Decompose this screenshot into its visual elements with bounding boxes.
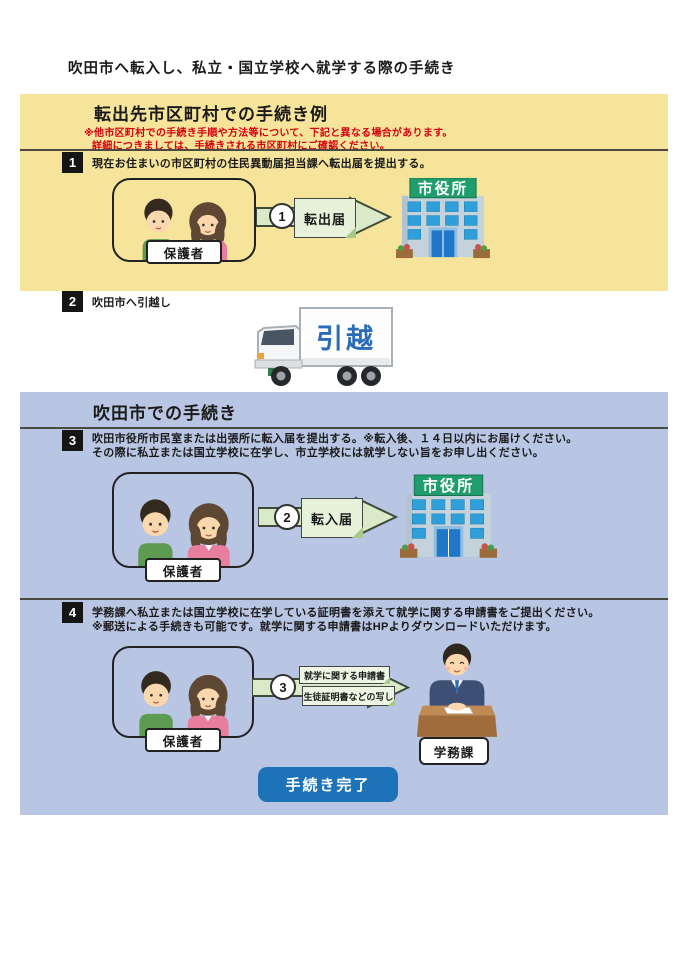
step3-number-badge: 3 xyxy=(62,430,83,451)
section-divider xyxy=(20,427,668,429)
step3-text-line2: その際に私立または国立学校に在学し、市立学校には就学しない旨をお申し出ください。 xyxy=(92,447,544,459)
step1-guardian-label: 保護者 xyxy=(146,240,222,264)
parents-couple-illustration xyxy=(139,671,229,736)
step2-number-badge: 2 xyxy=(62,291,83,312)
parents-couple-illustration xyxy=(138,499,230,566)
flow-step-circle: 1 xyxy=(269,203,295,229)
procedure-complete-node: 手続き完了 xyxy=(258,767,398,802)
step4-guardian-label: 保護者 xyxy=(145,728,221,752)
step3-guardian-label: 保護者 xyxy=(145,558,221,582)
step4-guardians-frame xyxy=(112,646,254,738)
enrollment-application-document: 就学に関する申請書 xyxy=(299,666,390,684)
school-affairs-division-label: 学務課 xyxy=(419,737,489,765)
step4-text-line1: 学務課へ私立または国立学校に在学している証明書を添えて就学に関する申請書をご提出… xyxy=(92,607,600,619)
step3-guardians-frame xyxy=(112,472,254,568)
moving-truck-illustration: 引越 xyxy=(254,307,393,386)
student-certificate-document: 生徒証明書などの写し xyxy=(302,686,395,706)
flow-step-circle: 2 xyxy=(274,504,300,530)
section-moving-out-title: 転出先市区町村での手続き例 xyxy=(94,105,328,124)
step3-text-line1: 吹田市役所市民室または出張所に転入届を提出する。※転入後、１４日以内にお届けくだ… xyxy=(92,433,578,445)
page-title: 吹田市へ転入し、私立・国立学校へ就学する際の手続き xyxy=(68,61,456,77)
section-moving-out: 転出先市区町村での手続き例 ※他市区町村での手続き手順や方法等について、下記と異… xyxy=(20,94,668,291)
section-suita-city: 吹田市での手続き 3 吹田市役所市民室または出張所に転入届を提出する。※転入後、… xyxy=(20,392,668,815)
section-divider xyxy=(20,598,668,600)
school-affairs-clerk-illustration xyxy=(416,643,498,737)
flow-step-circle: 3 xyxy=(270,674,296,700)
moving-in-notice-document: 転入届 xyxy=(301,498,363,538)
step1-text: 現在お住まいの市区町村の住民異動届担当課へ転出届を提出する。 xyxy=(92,158,431,170)
section-note-line1: ※他市区町村での手続き手順や方法等について、下記と異なる場合があります。 xyxy=(84,128,453,139)
truck-moving-text: 引越 xyxy=(316,324,376,354)
city-hall-sign-text: 市役所 xyxy=(422,477,474,495)
step4-text-line2: ※郵送による手続きも可能です。就学に関する申請書はHPよりダウンロードいただけま… xyxy=(92,621,557,633)
city-hall-illustration: 市役所 xyxy=(400,474,497,558)
section-divider xyxy=(20,149,668,151)
moving-out-notice-document: 転出届 xyxy=(294,198,356,238)
step4-number-badge: 4 xyxy=(62,602,83,623)
step2-text: 吹田市へ引越し xyxy=(92,297,172,309)
section-note-line2: 詳細につきましては、手続きされる市区町村にご確認ください。 xyxy=(92,141,390,152)
city-hall-illustration: 市役所 xyxy=(396,178,490,259)
city-hall-sign-text: 市役所 xyxy=(418,179,468,197)
section-suita-title: 吹田市での手続き xyxy=(93,404,237,423)
step1-number-badge: 1 xyxy=(62,152,83,173)
